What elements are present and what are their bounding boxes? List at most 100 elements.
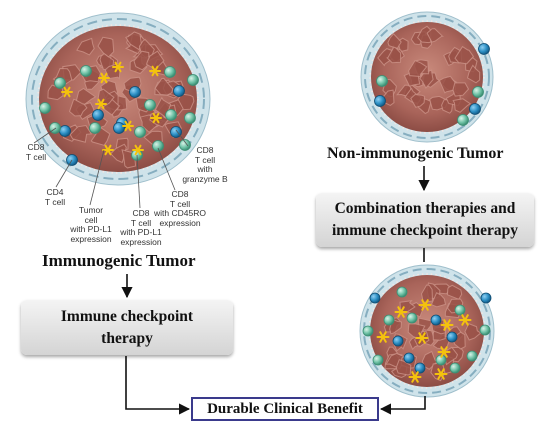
t-cell-green [144,99,156,111]
tumor-cell [426,28,444,43]
immunogenic-tumor-illustration [25,12,211,186]
t-cell-blue [374,95,386,107]
t-cell-blue [129,86,141,98]
durable-clinical-benefit-box: Durable Clinical Benefit [191,397,379,421]
non-immunogenic-tumor-illustration [360,11,494,143]
tumor-cell [76,37,95,56]
t-cell-green [179,139,191,151]
granzyme-star [408,371,422,383]
granzyme-star [415,332,429,344]
t-cell-green [466,350,478,362]
granzyme-star [122,120,134,132]
t-cell-green [435,354,447,366]
t-cell-blue [369,292,381,304]
tumor-cell [387,33,402,50]
tumor-cell [408,59,428,78]
granzyme-star [376,331,390,343]
immunogenic-tumor-title: Immunogenic Tumor [42,251,196,270]
t-cell-blue [173,85,185,97]
t-cell-green [472,86,484,98]
t-cell-green [376,75,388,87]
tumor-cell [416,25,432,44]
t-cell-green [54,77,66,89]
t-cell-green [152,140,164,152]
t-cell-blue [469,103,481,115]
immune-cell-infiltrate [39,61,199,166]
tumor-cell [69,124,93,143]
granzyme-star [95,98,107,110]
tumor-cell [431,292,447,308]
tumor-cell [399,300,416,315]
tumor-cell [386,44,402,64]
granzyme-star [61,86,73,98]
t-cell-blue [430,314,442,326]
tumor-cell [75,87,97,105]
granzyme-star [132,144,144,156]
tumor-cell [466,64,481,84]
t-cell-green [396,286,408,298]
granzyme-star [440,319,454,331]
t-cell-green [362,325,374,337]
tumor-cell [438,75,456,94]
tumor-cell [109,143,127,164]
t-cell-blue [446,331,458,343]
tumor-cell [452,98,472,113]
granzyme-star [437,346,451,358]
t-cell-green [383,314,395,326]
tumor-cell [420,284,434,303]
t-cell-green [187,74,199,86]
tumor-cell [410,93,426,108]
t-cell-blue [92,109,104,121]
t-cell-green [134,126,146,138]
granzyme-star [458,314,472,326]
tumor-cell [154,77,174,96]
tumor-cell [97,36,115,58]
t-cell-green [479,324,491,336]
t-cell-blue [59,125,71,137]
t-cell-green [80,65,92,77]
t-cell-blue [480,292,492,304]
tumor-cell [395,359,412,376]
t-cell-blue [414,362,426,374]
granzyme-star [149,65,161,77]
tumor-cell [125,31,142,51]
t-cell-green [165,109,177,121]
granzyme-star [434,368,448,380]
treated-tumor-illustration [359,264,495,398]
t-cell-green [184,112,196,124]
tumor-cell [382,89,395,106]
t-cell-blue [478,43,490,55]
t-cell-green [457,114,469,126]
peripheral-immune-cells [374,43,490,126]
t-cell-blue [170,126,182,138]
t-cell-green [39,102,51,114]
t-cell-green [449,362,461,374]
t-cell-blue [403,352,415,364]
tumor-cell [419,69,434,90]
t-cell-green [406,312,418,324]
callout-leaders [33,127,189,209]
tumor-cell [464,322,482,341]
t-cell-green [164,66,176,78]
flow-arrows [121,166,430,415]
tumor-cell-mass [377,25,481,115]
t-cell-green [89,122,101,134]
granzyme-star [150,112,162,124]
t-cell-green [49,122,61,134]
arrow-checkpoint-to-benefit [125,356,191,415]
granzyme-star [102,144,114,156]
granzyme-star [394,306,408,318]
tumor-cell [446,284,463,300]
granzyme-star [418,299,432,311]
immune-cell-infiltrate [362,286,492,383]
non-immunogenic-tumor-title: Non-immunogenic Tumor [327,145,504,162]
t-cell-blue [392,335,404,347]
t-cell-green [454,304,466,316]
